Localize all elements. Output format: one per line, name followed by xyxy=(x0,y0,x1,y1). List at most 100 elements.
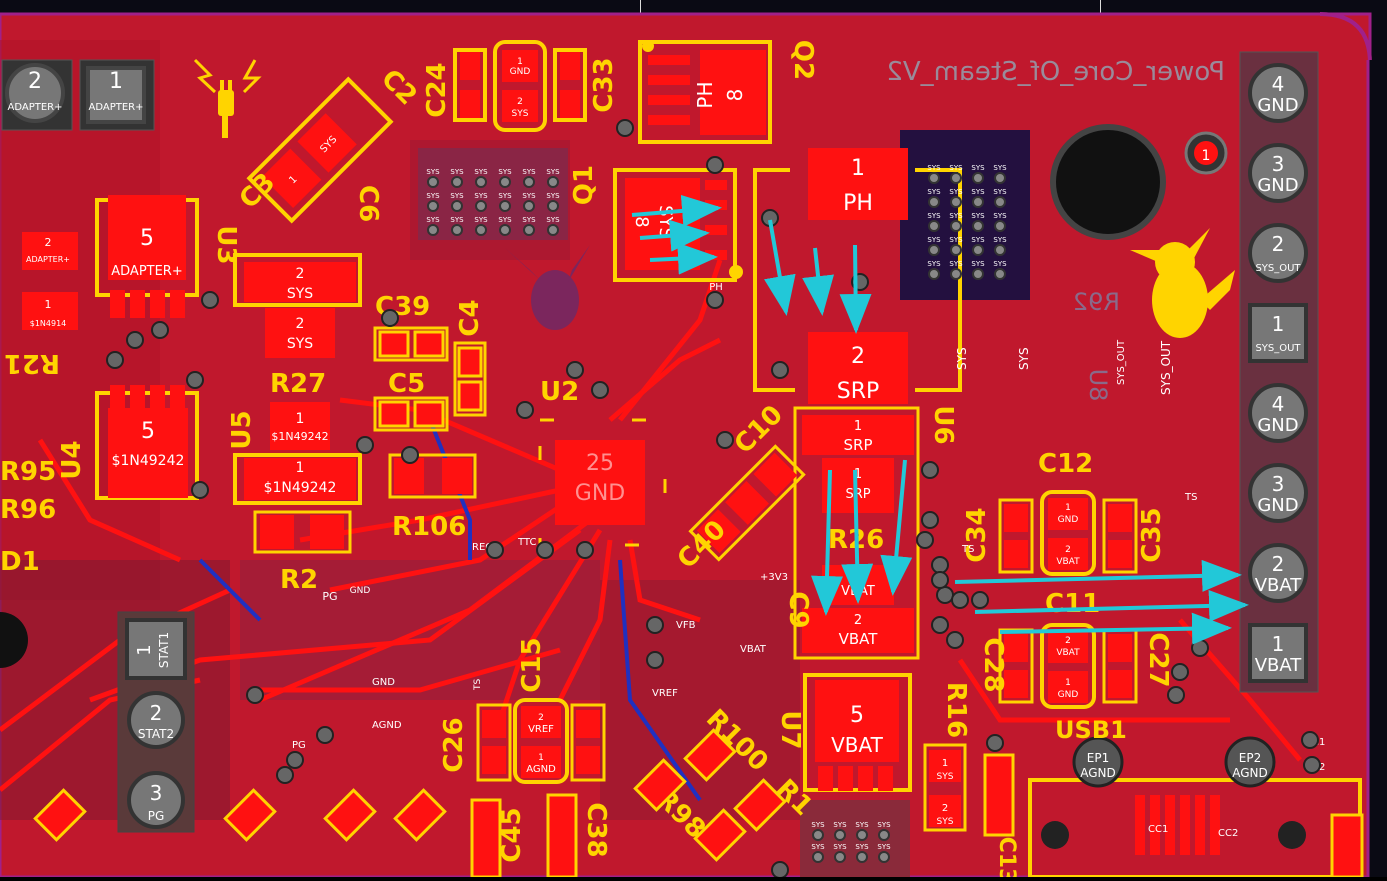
svg-text:1: 1 xyxy=(45,298,52,311)
svg-text:SYS: SYS xyxy=(512,109,529,119)
via-array-dot xyxy=(994,172,1006,184)
svg-text:C28: C28 xyxy=(978,637,1008,692)
via-array-dot xyxy=(972,220,984,232)
via xyxy=(706,291,724,309)
via-array-label: SYS xyxy=(833,821,847,829)
svg-text:R2: R2 xyxy=(280,565,318,595)
via-array-dot xyxy=(928,268,940,280)
u3-component[interactable]: 5 ADAPTER+ U3 2 ADAPTER+ 1 $1N4914 R21 xyxy=(4,195,241,378)
via xyxy=(931,556,949,574)
via-array-dot xyxy=(950,172,962,184)
right-header-pin-2[interactable] xyxy=(1248,143,1308,203)
via xyxy=(356,436,374,454)
via xyxy=(536,541,554,559)
r106-r2[interactable]: R106 R2 PG GND xyxy=(253,453,477,603)
right-header-pin-4[interactable] xyxy=(1248,303,1308,363)
right-header-pin-8[interactable] xyxy=(1248,623,1308,683)
svg-text:8: 8 xyxy=(631,216,652,227)
usb-connector[interactable]: EP1 AGND EP2 AGND USB1 CC1 CC2 xyxy=(1028,716,1364,879)
svg-text:2: 2 xyxy=(45,236,52,249)
via-array-dot xyxy=(499,224,511,236)
mounting-hole-left xyxy=(0,612,28,668)
u4-component[interactable]: 5 $1N49242 U4 xyxy=(57,385,199,500)
adapter-pin-1-num: 1 xyxy=(109,69,123,94)
adapter-connector[interactable]: 2 ADAPTER+ 1 ADAPTER+ xyxy=(1,59,155,131)
c15-cluster[interactable]: 2 VREF 1 AGND C15 C26 C45 C38 xyxy=(439,637,611,879)
via-array-label: SYS xyxy=(971,212,985,220)
svg-text:U6: U6 xyxy=(928,405,958,444)
via-array-label: SYS xyxy=(546,216,560,224)
via-array-dot xyxy=(878,851,890,863)
svg-text:2: 2 xyxy=(517,97,523,107)
right-header-pin-net: VBAT xyxy=(1255,575,1303,596)
u7-component[interactable]: 5 VBAT U7 xyxy=(775,673,912,792)
via-array-label: SYS xyxy=(426,192,440,200)
svg-text:TS: TS xyxy=(1184,492,1197,503)
via-array-label: SYS xyxy=(811,821,825,829)
via-array-dot xyxy=(928,244,940,256)
via xyxy=(771,861,789,879)
svg-text:GND: GND xyxy=(510,67,531,77)
u2-charger-ic[interactable]: 25 GND U2 TTC xyxy=(517,377,667,548)
u5-component[interactable]: 1 $1N49242 1 $1N49242 U5 xyxy=(227,402,362,505)
via xyxy=(931,616,949,634)
c11-cluster[interactable]: 2 VBAT 1 GND C11 C28 C27 xyxy=(978,589,1173,709)
svg-text:PG: PG xyxy=(292,740,306,751)
via-array-label: SYS xyxy=(426,216,440,224)
svg-text:CC2: CC2 xyxy=(1218,828,1238,839)
c12-cluster[interactable]: 1 GND 2 VBAT C12 C34 C35 xyxy=(962,449,1167,576)
right-header-pin-7[interactable] xyxy=(1248,543,1308,603)
via-array-dot xyxy=(994,244,1006,256)
svg-text:1: 1 xyxy=(851,156,865,181)
r16-resistor[interactable]: 1 SYS 2 SYS R16 C13 xyxy=(923,682,1019,881)
c40-c10-caps[interactable] xyxy=(688,444,806,562)
q2-mosfet[interactable]: PH 8 Q2 xyxy=(638,40,818,144)
svg-text:1: 1 xyxy=(1202,148,1211,164)
svg-text:GND: GND xyxy=(1058,690,1079,700)
via xyxy=(921,511,939,529)
via-array-label: SYS xyxy=(855,843,869,851)
right-header-pin-6[interactable] xyxy=(1248,463,1308,523)
svg-text:R95: R95 xyxy=(0,457,56,487)
test-point[interactable]: 1 xyxy=(1184,131,1228,175)
vias: SYS SYS SYS SYS SYS SYS SYS SYS SYS SYS SYS SYS SYS S… xyxy=(106,119,1321,879)
via xyxy=(591,381,609,399)
via-array-label: SYS xyxy=(927,188,941,196)
right-header-pin-1[interactable] xyxy=(1248,63,1308,123)
via-array-label: SYS xyxy=(971,236,985,244)
right-header-pin-net: VBAT xyxy=(1255,655,1303,676)
via-array-label: SYS xyxy=(426,168,440,176)
via xyxy=(936,586,954,604)
svg-text:SYS: SYS xyxy=(1017,347,1031,370)
sys-pads[interactable]: 2 SYS 2 SYS xyxy=(233,253,362,358)
c24-c33-caps[interactable]: 1 GND 2 SYS C24 C33 xyxy=(422,40,619,132)
via-array-label: SYS xyxy=(474,192,488,200)
svg-text:C12: C12 xyxy=(1038,449,1093,479)
status-connector[interactable]: 1 STAT1 2 STAT2 3 PG xyxy=(117,611,195,833)
via-array-label: SYS xyxy=(993,188,1007,196)
via-array-dot xyxy=(499,176,511,188)
right-header-pin-num: 4 xyxy=(1272,392,1285,416)
svg-text:VBAT: VBAT xyxy=(839,630,879,648)
via xyxy=(971,591,989,609)
svg-text:GND: GND xyxy=(350,586,371,596)
via-array-dot xyxy=(451,224,463,236)
svg-text:U8: U8 xyxy=(1084,369,1112,402)
svg-text:ADAPTER+: ADAPTER+ xyxy=(111,264,183,279)
right-header-pin-5[interactable] xyxy=(1248,383,1308,443)
angled-resistors[interactable] xyxy=(33,728,787,862)
via xyxy=(286,751,304,769)
right-header-pin-net: GND xyxy=(1257,415,1298,436)
via-array-label: SYS xyxy=(474,168,488,176)
c2-c3-angled-caps[interactable]: 1 SYS xyxy=(246,76,394,224)
svg-text:PG: PG xyxy=(148,809,165,823)
via-array-dot xyxy=(972,244,984,256)
svg-text:$1N49242: $1N49242 xyxy=(271,430,328,443)
right-header-pin-3[interactable] xyxy=(1248,223,1308,283)
svg-text:C13: C13 xyxy=(994,837,1019,877)
inductor-l1[interactable]: 1 PH 2 SRP xyxy=(753,148,962,404)
svg-text:C6: C6 xyxy=(353,185,383,222)
c39-c5-c4[interactable] xyxy=(373,326,487,432)
